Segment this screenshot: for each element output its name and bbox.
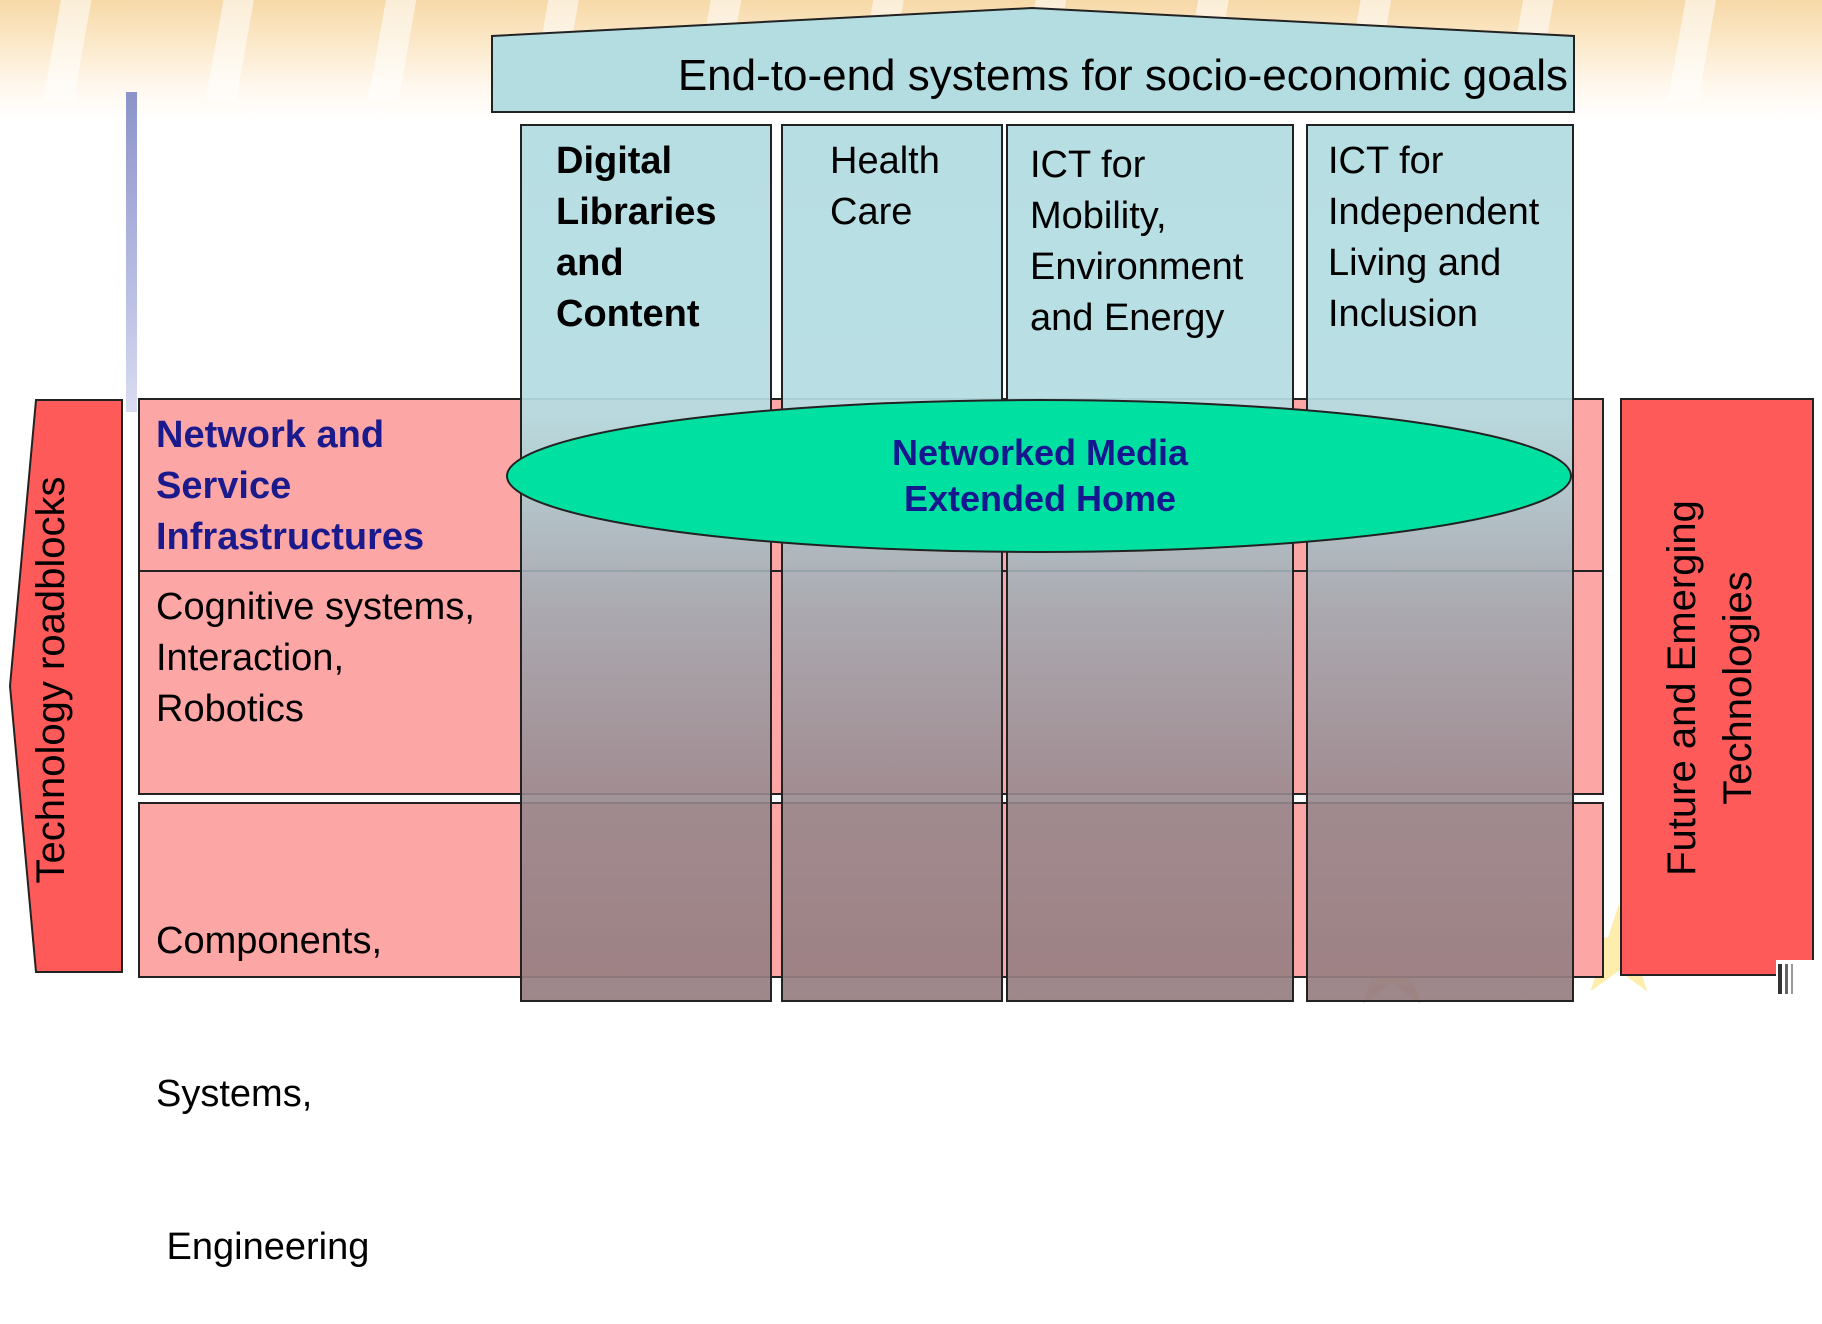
row-label-line: Cognitive systems, [156, 586, 475, 628]
future-emerging-line: Future and Emerging [1660, 499, 1704, 876]
row-label-line: Interaction, [156, 637, 344, 679]
row-label-components: Components, Systems, Engineering [156, 814, 382, 1324]
pillar-label-line: Digital [556, 140, 673, 182]
row-label-line: Robotics [156, 688, 304, 730]
future-emerging-line: Technologies [1716, 570, 1760, 805]
pillar-ict-independent-living [1306, 124, 1574, 1002]
pillar-label-line: ICT for [1328, 140, 1444, 182]
pillar-label-line: Care [830, 191, 913, 233]
ellipse-label: Networked Media Extended Home [760, 430, 1320, 522]
row-label-cognitive: Cognitive systems, Interaction, Robotics [156, 582, 475, 735]
pillar-label-digital: Digital Libraries and Content [556, 136, 717, 340]
pillar-label-line: Independent [1328, 191, 1540, 233]
pillar-label-health: Health Care [830, 136, 940, 238]
pillar-label-line: Inclusion [1328, 293, 1478, 335]
future-emerging-label: Future and Emerging Technologies [1620, 400, 1800, 975]
row-label-line: Systems, [156, 1073, 313, 1115]
banner-arrow [491, 6, 1575, 113]
pillar-label-line: Libraries [556, 191, 717, 233]
pillar-label-line: Content [556, 293, 700, 335]
networked-media-ellipse [506, 399, 1572, 553]
pillar-label-line: Mobility, [1030, 195, 1167, 237]
technology-roadblocks-arrow [8, 399, 123, 973]
pillar-label-mobility: ICT for Mobility, Environment and Energy [1030, 140, 1243, 344]
row-label-line: Infrastructures [156, 516, 425, 558]
pillar-label-line: Health [830, 140, 940, 182]
vertical-accent-line [126, 92, 137, 412]
pillar-digital-libraries [520, 124, 772, 1002]
pillar-label-line: Environment [1030, 246, 1244, 288]
pillar-health-care [781, 124, 1003, 1002]
pillar-label-independent: ICT for Independent Living and Inclusion [1328, 136, 1539, 340]
future-emerging-text: Future and Emerging Technologies [1654, 500, 1766, 876]
pillar-label-line: and [556, 242, 624, 284]
row-label-line: Components, [156, 920, 383, 962]
technology-roadblocks-label: Technology roadblocks [26, 400, 76, 960]
row-label-line: Service [156, 465, 292, 507]
technology-roadblocks-text: Technology roadblocks [29, 476, 73, 884]
pillar-label-line: ICT for [1030, 144, 1146, 186]
row-label-network: Network and Service Infrastructures [156, 410, 424, 563]
pillar-label-line: Living and [1328, 242, 1502, 284]
row-label-line: Network and [156, 414, 385, 456]
row-label-line: Engineering [156, 1226, 370, 1268]
ellipse-label-line: Extended Home [903, 478, 1177, 519]
ellipse-label-line: Networked Media [891, 432, 1189, 473]
pillar-label-line: and Energy [1030, 297, 1225, 339]
logo-fragment [1776, 960, 1816, 1000]
banner-title: End-to-end systems for socio-economic go… [677, 51, 1568, 100]
future-emerging-box [1620, 398, 1814, 976]
pillar-ict-mobility [1006, 124, 1294, 1002]
